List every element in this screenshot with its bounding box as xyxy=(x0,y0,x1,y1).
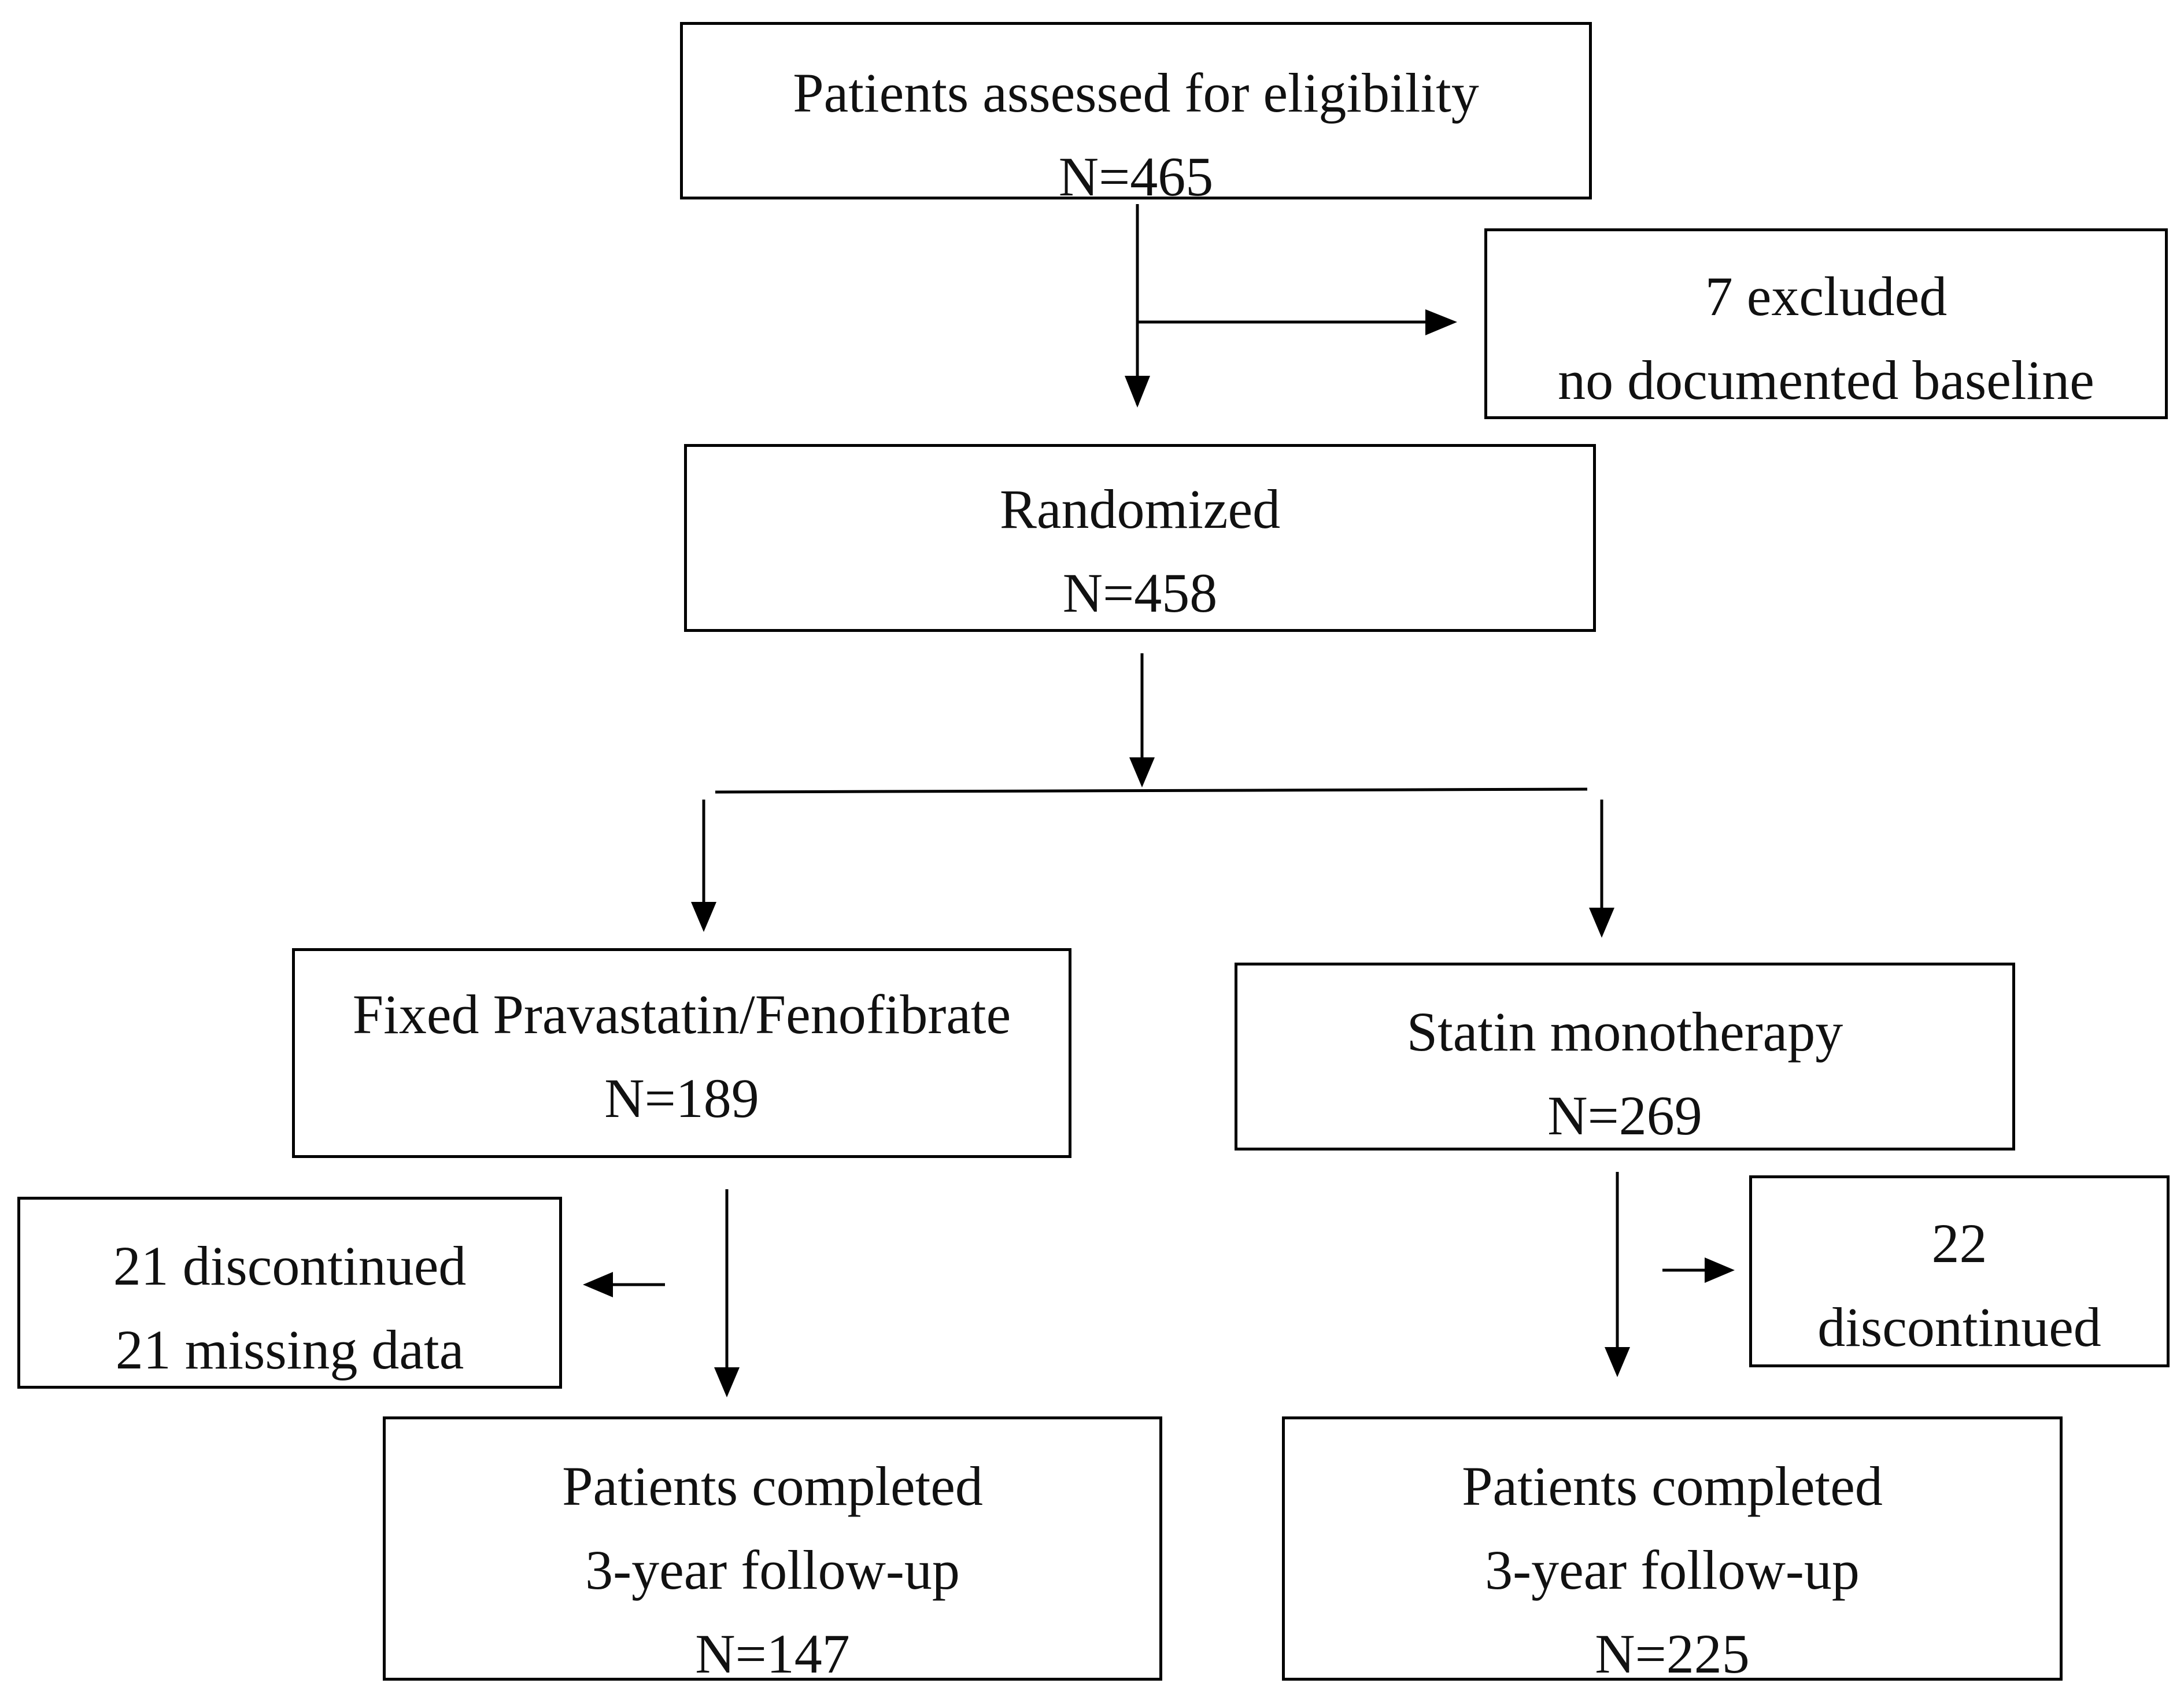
statin-arm-box: Statin monotherapy N=269 xyxy=(1235,963,2015,1151)
statin-completed-label: Patients completed xyxy=(1462,1455,1883,1517)
eligibility-label: Patients assessed for eligibility xyxy=(793,62,1479,124)
randomized-count: N=458 xyxy=(1062,562,1218,624)
combination-followup-label: 3-year follow-up xyxy=(585,1539,960,1601)
combination-completed-label: Patients completed xyxy=(562,1455,983,1517)
combination-arm-label: Fixed Pravastatin/Fenofibrate xyxy=(352,983,1011,1045)
split-bar xyxy=(715,787,1588,794)
combination-arm-count: N=189 xyxy=(604,1067,759,1129)
excluded-reason: no documented baseline xyxy=(1558,349,2094,411)
arrowhead-to-statin xyxy=(1589,908,1614,938)
randomized-box: Randomized N=458 xyxy=(684,444,1596,632)
arrowhead-to-excluded xyxy=(1425,309,1457,335)
statin-discontinued-box: 22 discontinued xyxy=(1749,1175,2170,1367)
statin-completed-box: Patients completed 3-year follow-up N=22… xyxy=(1282,1416,2063,1681)
excluded-box: 7 excluded no documented baseline xyxy=(1484,228,2168,419)
arrowhead-to-combination-discontinued xyxy=(583,1272,613,1297)
arrowhead-to-combination-completed xyxy=(714,1367,740,1397)
combination-arm-box: Fixed Pravastatin/Fenofibrate N=189 xyxy=(292,948,1071,1158)
eligibility-box: Patients assessed for eligibility N=465 xyxy=(680,22,1592,199)
eligibility-count: N=465 xyxy=(1058,146,1214,199)
statin-completed-count: N=225 xyxy=(1595,1623,1750,1681)
statin-arm-label: Statin monotherapy xyxy=(1406,1001,1843,1063)
arrowhead-to-randomized xyxy=(1125,376,1150,408)
statin-discontinued-label: discontinued xyxy=(1817,1296,2101,1358)
combination-discontinued-box: 21 discontinued 21 missing data xyxy=(17,1197,562,1389)
statin-followup-label: 3-year follow-up xyxy=(1485,1539,1860,1601)
excluded-count: 7 excluded xyxy=(1705,265,1948,327)
statin-discontinued-count: 22 xyxy=(1931,1212,1987,1274)
arrowhead-to-statin-discontinued xyxy=(1705,1257,1735,1283)
randomized-label: Randomized xyxy=(999,478,1281,540)
combination-discontinued-count: 21 discontinued xyxy=(113,1235,467,1297)
combination-missing-data: 21 missing data xyxy=(115,1319,464,1381)
arrowhead-to-combination xyxy=(691,902,716,932)
arrowhead-to-split xyxy=(1129,757,1155,787)
combination-completed-count: N=147 xyxy=(695,1623,850,1681)
statin-arm-count: N=269 xyxy=(1547,1085,1702,1146)
combination-completed-box: Patients completed 3-year follow-up N=14… xyxy=(383,1416,1162,1681)
arrowhead-to-statin-completed xyxy=(1605,1347,1630,1377)
